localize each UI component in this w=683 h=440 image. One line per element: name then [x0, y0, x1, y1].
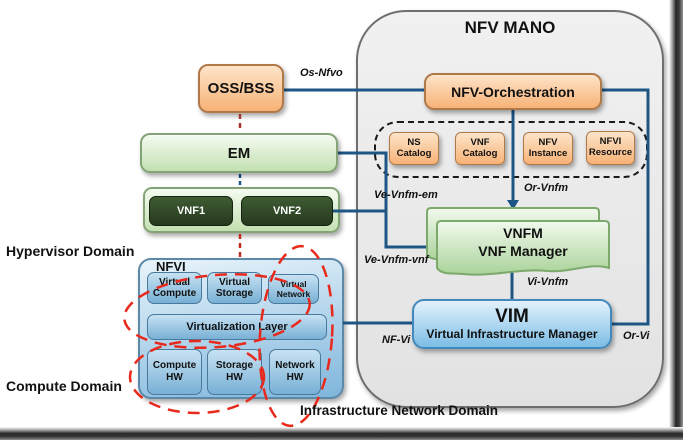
vnfm-label: VNFM VNF Manager	[437, 224, 609, 260]
vi-vnfm-label: Vi-Vnfm	[527, 276, 569, 288]
vnf2-box: VNF2	[241, 196, 333, 226]
storage-hw-box: Storage HW	[207, 349, 262, 395]
virtual-network-box: Virtual Network	[268, 274, 319, 304]
ve-vnfm-em-label: Ve-Vnfm-em	[374, 189, 438, 201]
vnf1-box: VNF1	[149, 196, 233, 226]
vim-label-line2: Virtual Infrastructure Manager	[426, 326, 598, 341]
nfvi-resource-box: NFVI Resource	[586, 131, 635, 165]
hypervisor-domain-label: Hypervisor Domain	[6, 243, 135, 259]
compute-hw-box: Compute HW	[147, 349, 202, 395]
compute-domain-label: Compute Domain	[6, 378, 122, 394]
infrastructure-network-domain-label: Infrastructure Network Domain	[300, 403, 499, 418]
nfv-instance-box: NFV Instance	[523, 132, 573, 165]
virtual-compute-box: Virtual Compute	[147, 272, 202, 304]
vnf-catalog-box: VNF Catalog	[455, 132, 505, 165]
nfvi-title: NFVI	[156, 259, 186, 274]
nfv-orchestration-box: NFV-Orchestration	[424, 73, 602, 110]
frame-right-edge	[669, 0, 683, 440]
or-vnfm-label: Or-Vnfm	[524, 182, 568, 194]
network-hw-box: Network HW	[269, 349, 321, 395]
frame-bottom-edge	[0, 427, 683, 440]
nfv-mano-title: NFV MANO	[464, 18, 556, 37]
em-box: EM	[140, 133, 338, 173]
os-nfvo-label: Os-Nfvo	[300, 67, 343, 79]
vnfm-label-line2: VNF Manager	[478, 243, 568, 260]
or-vi-label: Or-Vi	[623, 330, 650, 342]
vnfm-label-line1: VNFM	[503, 225, 543, 241]
vim-box: VIM Virtual Infrastructure Manager	[412, 299, 612, 349]
virtualization-layer-box: Virtualization Layer	[147, 314, 327, 340]
ns-catalog-box: NS Catalog	[389, 132, 439, 165]
virtual-storage-box: Virtual Storage	[207, 272, 262, 304]
oss-bss-box: OSS/BSS	[198, 64, 284, 113]
vim-label-line1: VIM	[495, 305, 529, 327]
nf-vi-label: NF-Vi	[382, 334, 411, 346]
ve-vnfm-vnf-label: Ve-Vnfm-vnf	[364, 254, 429, 266]
